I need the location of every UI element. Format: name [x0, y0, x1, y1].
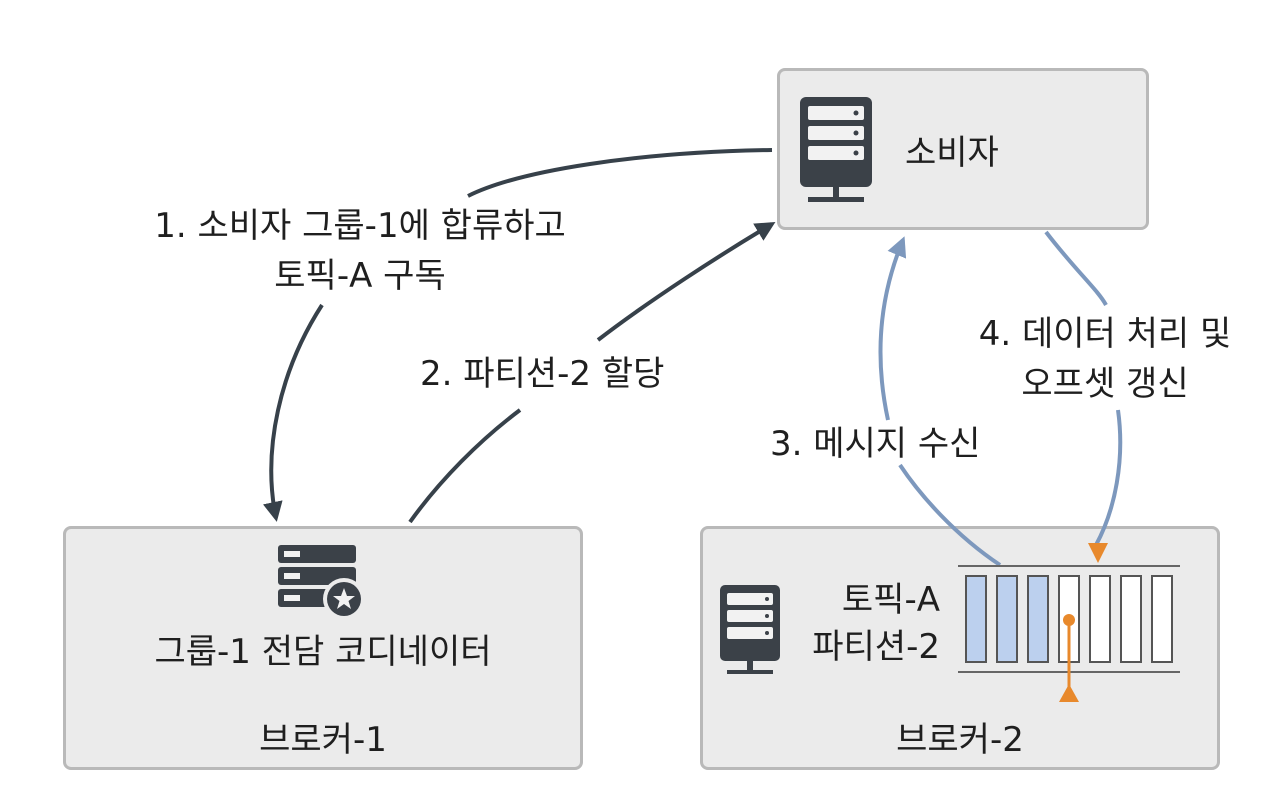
arrow-receive-messages-top: [878, 236, 907, 421]
broker-2-server-icon: [720, 585, 780, 674]
arrow-partition-assign: [408, 408, 522, 524]
broker-2-label: 브로커-2: [896, 720, 1024, 760]
step-1-label-line-2: 토픽-A 구독: [274, 256, 446, 296]
consumer-label: 소비자: [905, 133, 999, 173]
partition-slot-filled: [996, 575, 1018, 663]
arrow-join-subscribe: [262, 303, 324, 522]
partition-log: [958, 565, 1180, 673]
broker-1-box: [63, 526, 583, 770]
arrow-partition-assign-top: [596, 221, 776, 342]
partition-slot-empty: [1089, 575, 1111, 663]
broker-1-label: 브로커-1: [259, 720, 387, 760]
step-4-label-line-1: 4. 데이터 처리 및: [978, 314, 1232, 354]
partition-slot-filled: [965, 575, 987, 663]
partition-slot-empty: [1120, 575, 1142, 663]
topic-label: 토픽-A: [841, 580, 940, 620]
coordinator-label: 그룹-1 전담 코디네이터: [154, 632, 492, 672]
partition-slot-filled: [1027, 575, 1049, 663]
offset-marker: [1059, 614, 1079, 702]
orange-arrowhead-top: [1088, 543, 1108, 563]
partition-label: 파티션-2: [812, 627, 940, 667]
arrow-process-commit-top: [1044, 230, 1108, 306]
step-4-label-line-2: 오프셋 갱신: [1021, 364, 1189, 404]
partition-slot-empty: [1151, 575, 1173, 663]
arrow-process-commit: [1094, 409, 1123, 546]
arrow-join-subscribe-top: [467, 148, 773, 198]
step-3-label: 3. 메시지 수신: [770, 424, 981, 464]
consumer-server-icon: [800, 97, 872, 202]
step-1-label-line-1: 1. 소비자 그룹-1에 합류하고: [154, 206, 566, 246]
step-2-label: 2. 파티션-2 할당: [420, 354, 665, 394]
arrow-receive-messages: [898, 463, 1002, 567]
coordinator-server-icon: [278, 545, 365, 620]
